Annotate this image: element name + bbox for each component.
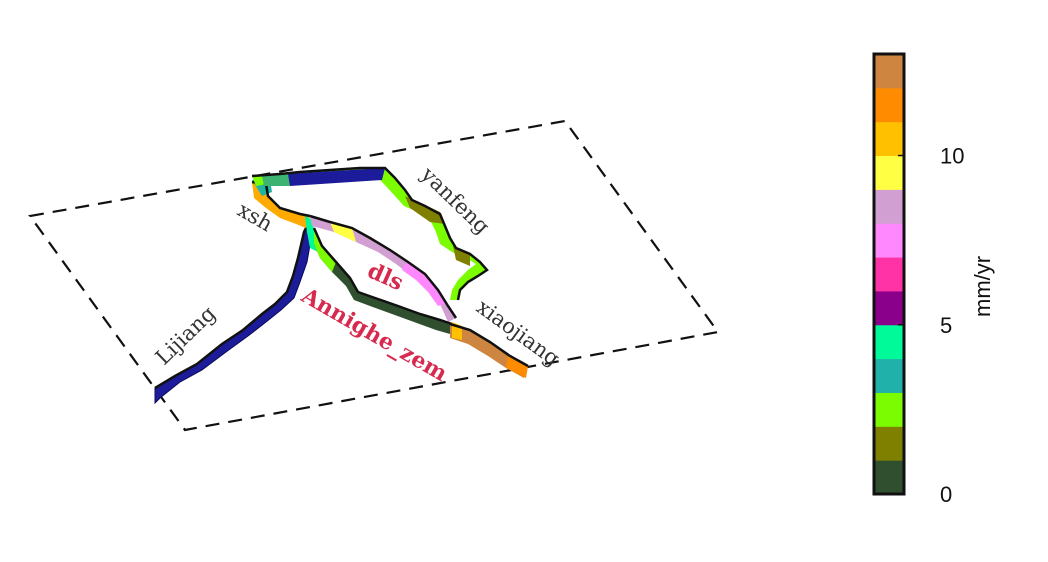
colorbar-segment <box>874 460 904 495</box>
yanfeng-fault-ribbon <box>251 166 489 301</box>
colorbar-segment <box>874 121 904 157</box>
colorbar-tick-label: 10 <box>940 144 964 169</box>
colorbar-segment <box>874 87 904 123</box>
colorbar-segment <box>874 324 904 360</box>
annighe-fault-ribbon <box>312 227 453 334</box>
colorbar-unit-label: mm/yr <box>970 256 995 317</box>
map-plane-outline <box>28 119 720 432</box>
colorbar-segment <box>874 426 904 461</box>
colorbar-segment <box>874 290 904 326</box>
colorbar-segment <box>874 189 904 224</box>
colorbar-segment <box>874 257 904 292</box>
fault-label-yanfeng: yanfeng <box>416 162 495 239</box>
colorbar-segment <box>874 155 904 190</box>
xiaojiang-fault-ribbon <box>449 322 529 378</box>
colorbar-segment <box>874 392 904 427</box>
lijiang-fault-ribbon <box>154 221 314 405</box>
colorbar-frame <box>872 52 906 496</box>
colorbar-tick-label: 5 <box>940 313 952 338</box>
colorbar-segment <box>874 223 904 258</box>
dls-fault-ribbon <box>309 214 458 322</box>
colorbar-segment <box>874 358 904 393</box>
colorbar: 0 5 10 <box>872 52 964 507</box>
colorbar-tick-label: 0 <box>940 482 952 507</box>
colorbar-segment <box>874 54 904 89</box>
